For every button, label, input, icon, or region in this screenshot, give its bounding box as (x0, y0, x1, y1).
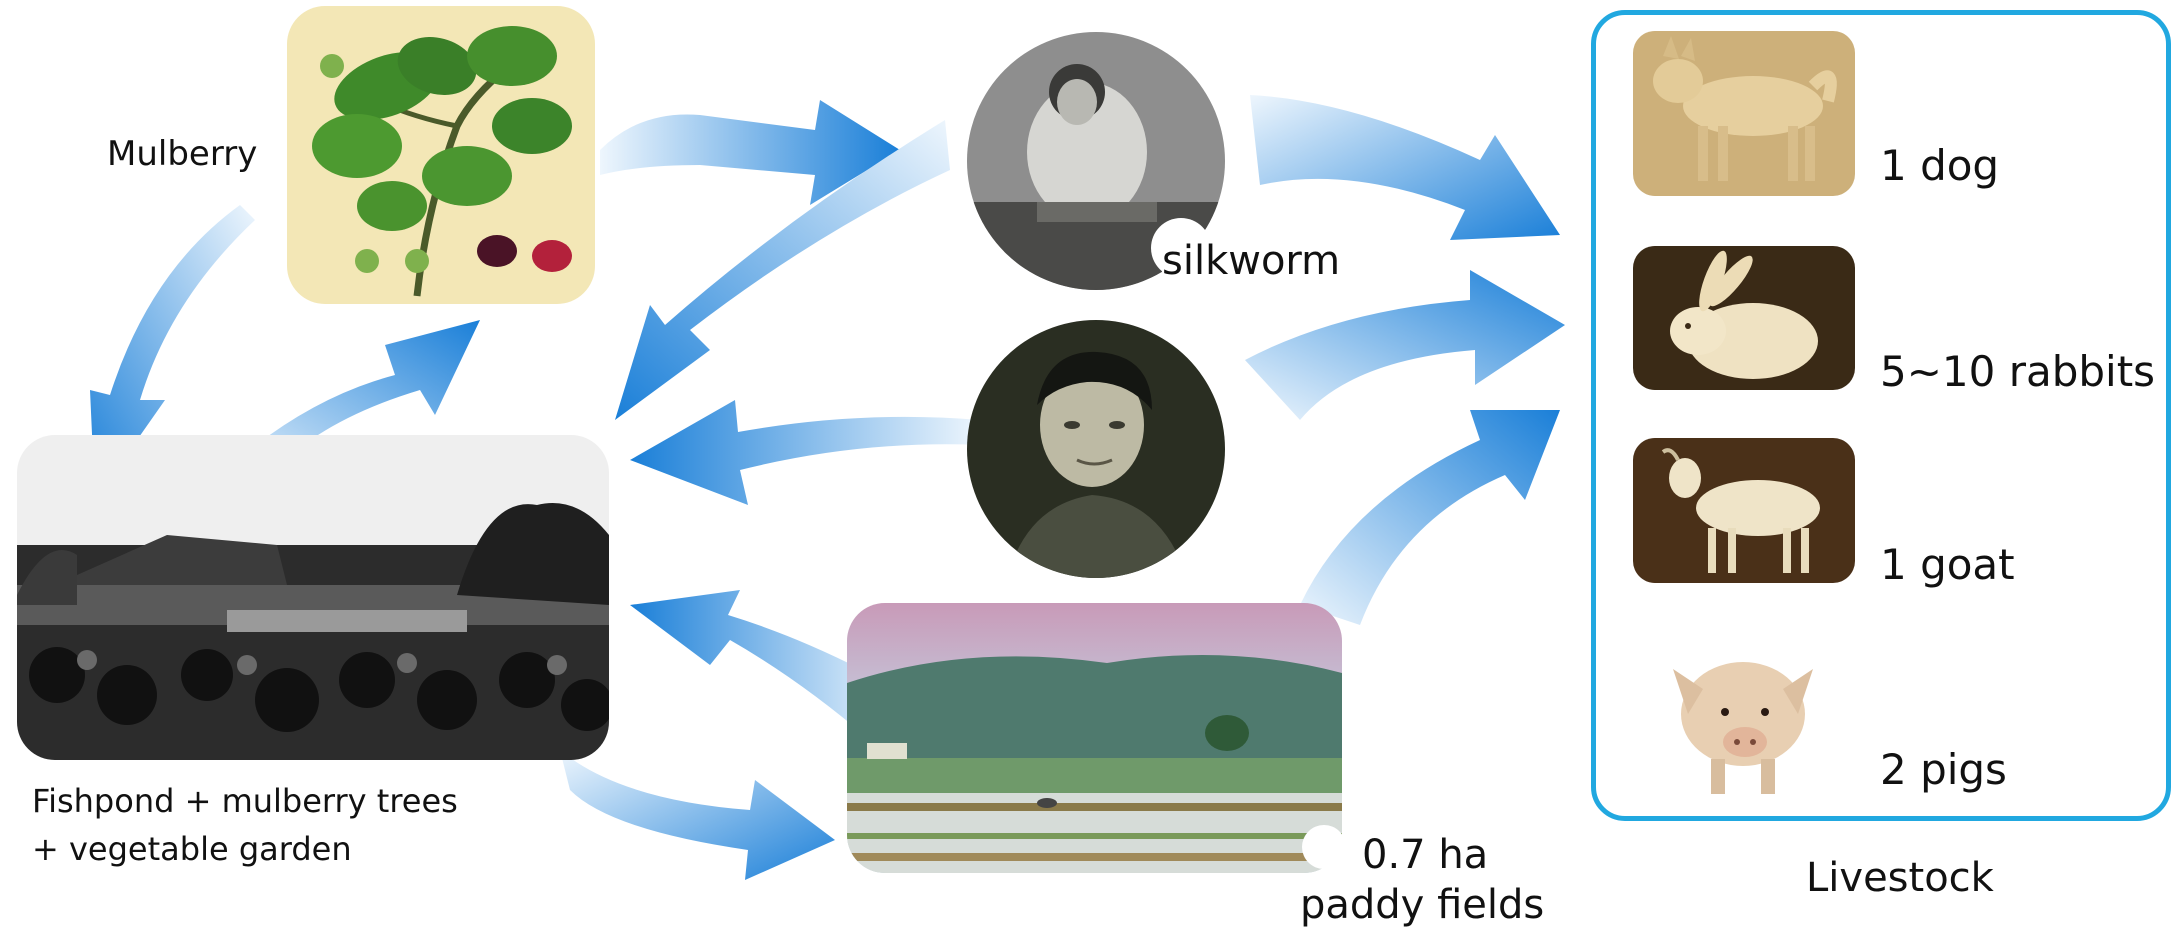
arrow-mulberry-to-silkworm (600, 100, 900, 205)
arrow-farmer-to-fishpond (630, 400, 980, 505)
paddy-photo (847, 603, 1342, 873)
arrow-paddy-to-livestock (1300, 410, 1560, 625)
arrow-mulberry-to-fishpond (90, 205, 255, 500)
arrow-farmer-to-livestock (1245, 270, 1565, 420)
livestock-item-pigs: 2 pigs (1880, 745, 2007, 794)
paddy-label-line2: paddy fields (1300, 882, 1545, 928)
livestock-box (1591, 10, 2171, 821)
fishpond-label-line2: + vegetable garden (32, 830, 352, 868)
livestock-title: Livestock (1806, 855, 1994, 901)
mulberry-label: Mulberry (107, 134, 258, 174)
pig-icon (1633, 624, 1855, 802)
goat-icon (1633, 438, 1855, 583)
fishpond-label-line1: Fishpond + mulberry trees (32, 782, 458, 820)
arrow-paddy-to-fishpond (630, 590, 900, 740)
mulberry-photo (287, 6, 595, 304)
livestock-item-goat: 1 goat (1880, 540, 2015, 589)
fishpond-photo (17, 435, 609, 760)
arrow-silkworm-to-fishpond (615, 120, 950, 420)
arrow-fishpond-to-paddy (560, 750, 835, 880)
livestock-item-dog: 1 dog (1880, 141, 2000, 190)
paddy-label-line1: 0.7 ha (1362, 832, 1489, 878)
dog-icon (1633, 31, 1855, 196)
silkworm-label: silkworm (1162, 238, 1347, 284)
livestock-item-rabbits: 5~10 rabbits (1880, 347, 2156, 396)
arrow-silkworm-to-livestock (1250, 95, 1560, 240)
farmer-photo (967, 320, 1225, 578)
rabbit-icon (1633, 246, 1855, 390)
